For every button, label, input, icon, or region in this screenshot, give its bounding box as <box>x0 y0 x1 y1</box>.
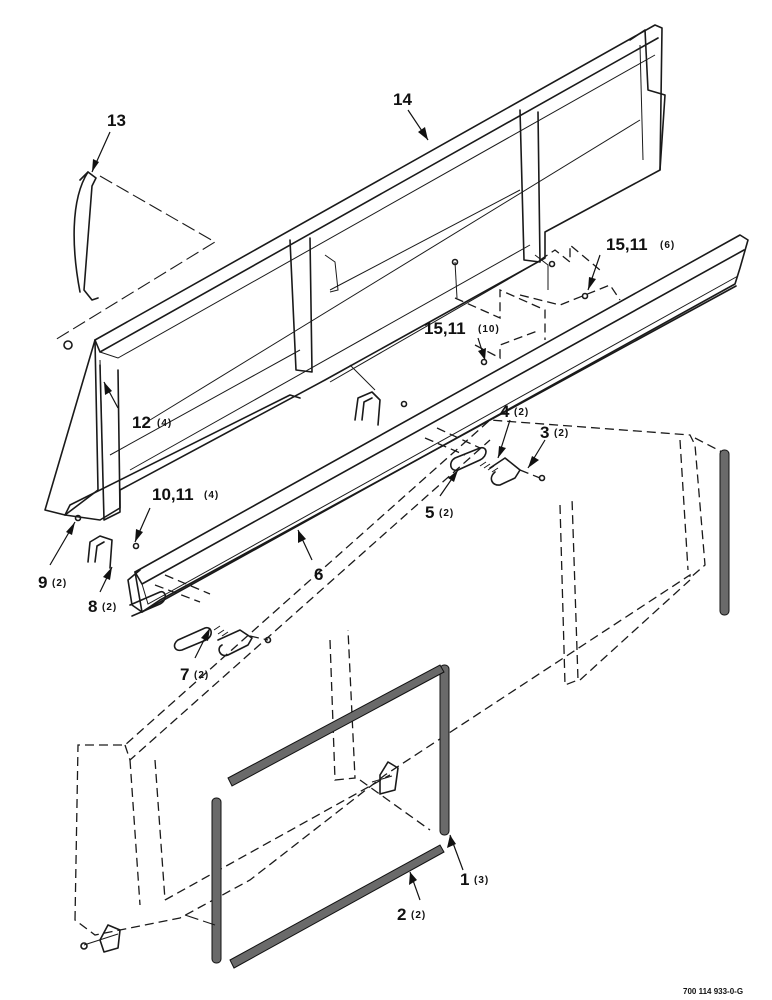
svg-text:15,11: 15,11 <box>606 235 648 254</box>
callout-1: 1 (3) <box>447 834 489 889</box>
svg-text:(2): (2) <box>102 602 117 613</box>
upper-latch-assembly <box>349 364 546 486</box>
svg-text:6: 6 <box>314 565 323 584</box>
svg-text:(4): (4) <box>157 418 172 429</box>
callout-13: 13 <box>91 111 126 173</box>
seal-strips-parts-1-2 <box>184 449 730 969</box>
callout-5: 5 (2) <box>425 469 459 522</box>
rod-part-13 <box>54 171 217 350</box>
callout-2: 2 (2) <box>397 871 426 924</box>
channel-rail-part-6 <box>127 234 749 613</box>
svg-text:(2): (2) <box>411 910 426 921</box>
svg-text:1: 1 <box>460 870 469 889</box>
svg-text:14: 14 <box>393 90 412 109</box>
svg-text:5: 5 <box>425 503 434 522</box>
svg-text:(2): (2) <box>514 407 529 418</box>
callout-12: 12 (4) <box>103 381 172 432</box>
svg-text:(2): (2) <box>439 508 454 519</box>
callout-4: 4 (2) <box>497 402 529 459</box>
callout-15-11-a: 15,11 (6) <box>587 235 675 291</box>
bolt-path-15-11 <box>451 243 621 366</box>
svg-text:4: 4 <box>500 402 510 421</box>
callout-6: 6 <box>297 529 323 584</box>
upper-side-panel-part-14 <box>44 24 666 521</box>
svg-text:3: 3 <box>540 423 549 442</box>
svg-text:(6): (6) <box>660 240 675 251</box>
svg-text:(3): (3) <box>474 875 489 886</box>
svg-text:9: 9 <box>38 573 47 592</box>
callout-15-11-b: 15,11 (10) <box>424 319 500 361</box>
drawing-reference-number: 700 114 933-0-G <box>683 987 743 996</box>
callout-7: 7 (2) <box>180 627 211 684</box>
lower-panel-phantom <box>74 419 723 953</box>
svg-text:15,11: 15,11 <box>424 319 466 338</box>
svg-text:13: 13 <box>107 111 126 130</box>
svg-text:8: 8 <box>88 597 97 616</box>
svg-text:2: 2 <box>397 905 406 924</box>
lower-latch-assembly <box>74 514 272 657</box>
svg-text:12: 12 <box>132 413 151 432</box>
svg-text:(2): (2) <box>194 670 209 681</box>
callout-8: 8 (2) <box>88 566 117 616</box>
svg-text:(2): (2) <box>52 578 67 589</box>
callout-9: 9 (2) <box>38 521 76 592</box>
svg-text:(4): (4) <box>204 490 219 501</box>
callout-3: 3 (2) <box>527 423 569 469</box>
svg-text:10,11: 10,11 <box>152 485 194 504</box>
svg-text:7: 7 <box>180 665 189 684</box>
svg-text:(10): (10) <box>478 324 500 335</box>
svg-text:(2): (2) <box>554 428 569 439</box>
callout-14: 14 <box>393 90 429 141</box>
callout-10-11: 10,11 (4) <box>134 485 219 543</box>
